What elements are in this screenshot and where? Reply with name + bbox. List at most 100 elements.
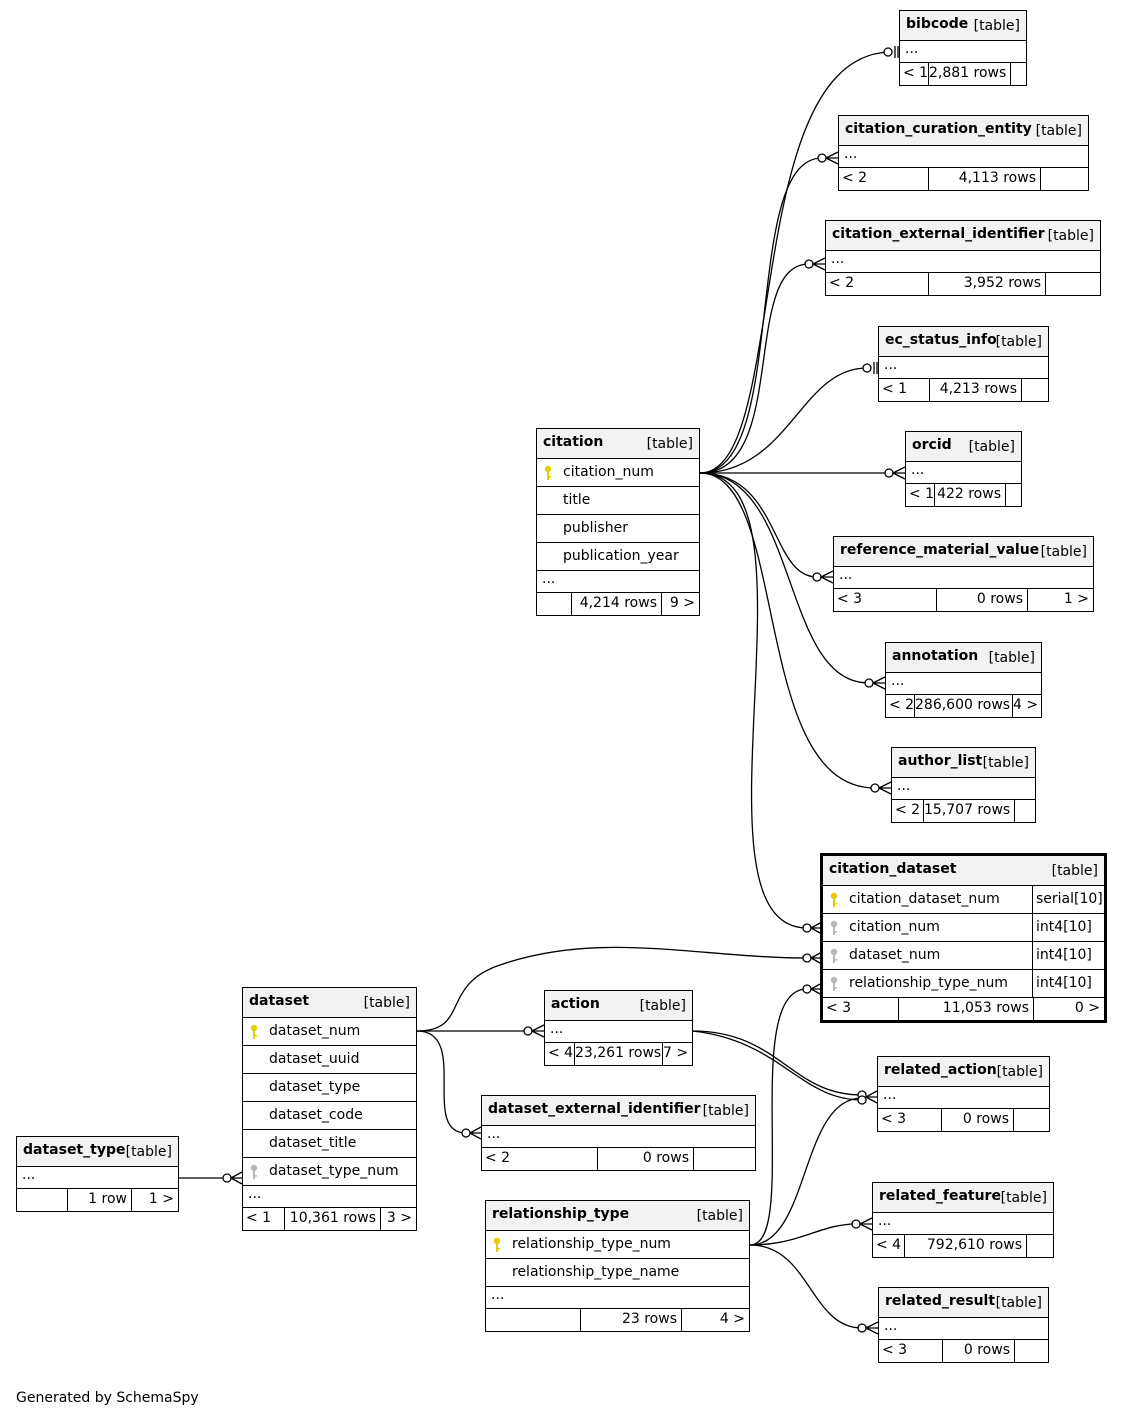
parents-count[interactable]: < 2 [482, 1148, 598, 1170]
table-name[interactable]: action [551, 996, 600, 1012]
parents-count[interactable]: < 4 [873, 1235, 905, 1257]
parents-count[interactable]: < 2 [826, 273, 929, 295]
parents-count[interactable]: < 2 [892, 800, 924, 822]
column-row[interactable]: dataset_num [243, 1018, 416, 1046]
primary-key-icon [250, 1024, 258, 1039]
table-tag: [table] [988, 650, 1035, 666]
parents-count[interactable]: < 3 [879, 1340, 943, 1362]
more-columns: ... [826, 251, 1100, 273]
children-count[interactable]: 4 > [1013, 697, 1039, 713]
table-tag: [table] [1000, 1190, 1047, 1206]
children-count[interactable] [1046, 273, 1100, 295]
table-name[interactable]: citation [543, 434, 604, 450]
table-name[interactable]: author_list [898, 753, 983, 769]
children-count[interactable] [1015, 800, 1035, 822]
table-name[interactable]: dataset_type [23, 1142, 126, 1158]
column-row[interactable]: relationship_type_name [486, 1259, 749, 1287]
parents-count[interactable]: < 2 [886, 695, 915, 717]
table-name[interactable]: relationship_type [492, 1206, 630, 1222]
edge-relationship-type-related-action [749, 1097, 863, 1246]
table-name[interactable]: citation_external_identifier [832, 226, 1045, 242]
parents-count[interactable]: < 3 [834, 589, 937, 611]
children-count[interactable] [1010, 63, 1026, 85]
children-count[interactable] [1014, 1109, 1049, 1131]
row-count: 10,361 rows [285, 1208, 381, 1230]
table-name[interactable]: bibcode [906, 16, 969, 32]
table-name[interactable]: annotation [892, 648, 979, 664]
children-count[interactable] [1022, 379, 1048, 401]
table-citation[interactable]: citation [table] citation_num title publi… [536, 428, 700, 616]
table-name[interactable]: related_result [885, 1293, 996, 1309]
children-count[interactable] [1041, 168, 1088, 190]
column-row[interactable]: publication_year [537, 543, 699, 571]
parents-count[interactable]: < 4 [545, 1043, 575, 1065]
foreign-key-icon [250, 1164, 258, 1179]
table-dataset[interactable]: dataset[table] dataset_num dataset_uuid … [242, 987, 417, 1231]
parents-count[interactable]: < 1 [879, 379, 930, 401]
table-name[interactable]: dataset [249, 993, 310, 1009]
more-columns: ... [482, 1126, 755, 1148]
parents-count[interactable] [537, 593, 572, 615]
children-count[interactable]: 1 > [1063, 591, 1089, 607]
table-name[interactable]: ec_status_info [885, 332, 997, 348]
column-row[interactable]: dataset_uuid [243, 1046, 416, 1074]
children-count[interactable]: 7 > [663, 1045, 689, 1061]
table-tag: [table] [646, 436, 693, 452]
parents-count[interactable]: < 1 [906, 484, 935, 506]
children-count[interactable]: 0 > [1074, 1000, 1100, 1016]
row-count: 0 rows [937, 589, 1028, 611]
parents-count[interactable]: < 3 [878, 1109, 942, 1131]
parents-count[interactable] [17, 1189, 68, 1211]
table-name[interactable]: citation_dataset [829, 861, 957, 877]
column-row[interactable]: dataset_type [243, 1074, 416, 1102]
children-count[interactable]: 9 > [669, 595, 695, 611]
column-row[interactable]: dataset_type_num [243, 1158, 416, 1186]
table-name[interactable]: related_action [884, 1062, 997, 1078]
children-count[interactable] [1015, 1340, 1048, 1362]
children-count[interactable]: 1 > [148, 1191, 174, 1207]
column-row[interactable]: publisher [537, 515, 699, 543]
parents-count[interactable]: < 1 [243, 1208, 285, 1230]
parents-count[interactable]: < 1 [900, 63, 929, 85]
column-row[interactable]: dataset_code [243, 1102, 416, 1130]
table-citation-external-identifier[interactable]: citation_external_identifier[table] ... … [825, 220, 1101, 296]
children-count[interactable] [694, 1148, 755, 1170]
children-count[interactable] [1006, 484, 1021, 506]
parents-count[interactable]: < 3 [823, 998, 899, 1020]
column-row[interactable]: dataset_title [243, 1130, 416, 1158]
parents-count[interactable] [486, 1309, 581, 1331]
column-row[interactable]: citation_num [537, 459, 699, 487]
table-name[interactable]: orcid [912, 437, 952, 453]
column-name: publisher [563, 520, 628, 536]
children-count[interactable] [1027, 1235, 1053, 1257]
column-row[interactable]: relationship_type_num [486, 1231, 749, 1259]
column-row[interactable]: title [537, 487, 699, 515]
table-relationship-type[interactable]: relationship_type[table] relationship_ty… [485, 1200, 750, 1332]
table-name[interactable]: related_feature [879, 1188, 1001, 1204]
table-name[interactable]: dataset_external_identifier [488, 1101, 701, 1117]
children-count[interactable]: 4 > [719, 1311, 745, 1327]
parents-count[interactable]: < 2 [839, 168, 929, 190]
table-citation-dataset[interactable]: citation_dataset[table] citation_dataset… [820, 853, 1107, 1023]
children-count[interactable]: 3 > [386, 1210, 412, 1226]
table-tag: [table] [995, 1295, 1042, 1311]
table-dataset-external-identifier[interactable]: dataset_external_identifier[table] ... <… [481, 1095, 756, 1171]
table-name[interactable]: citation_curation_entity [845, 121, 1032, 137]
table-name[interactable]: reference_material_value [840, 542, 1040, 558]
